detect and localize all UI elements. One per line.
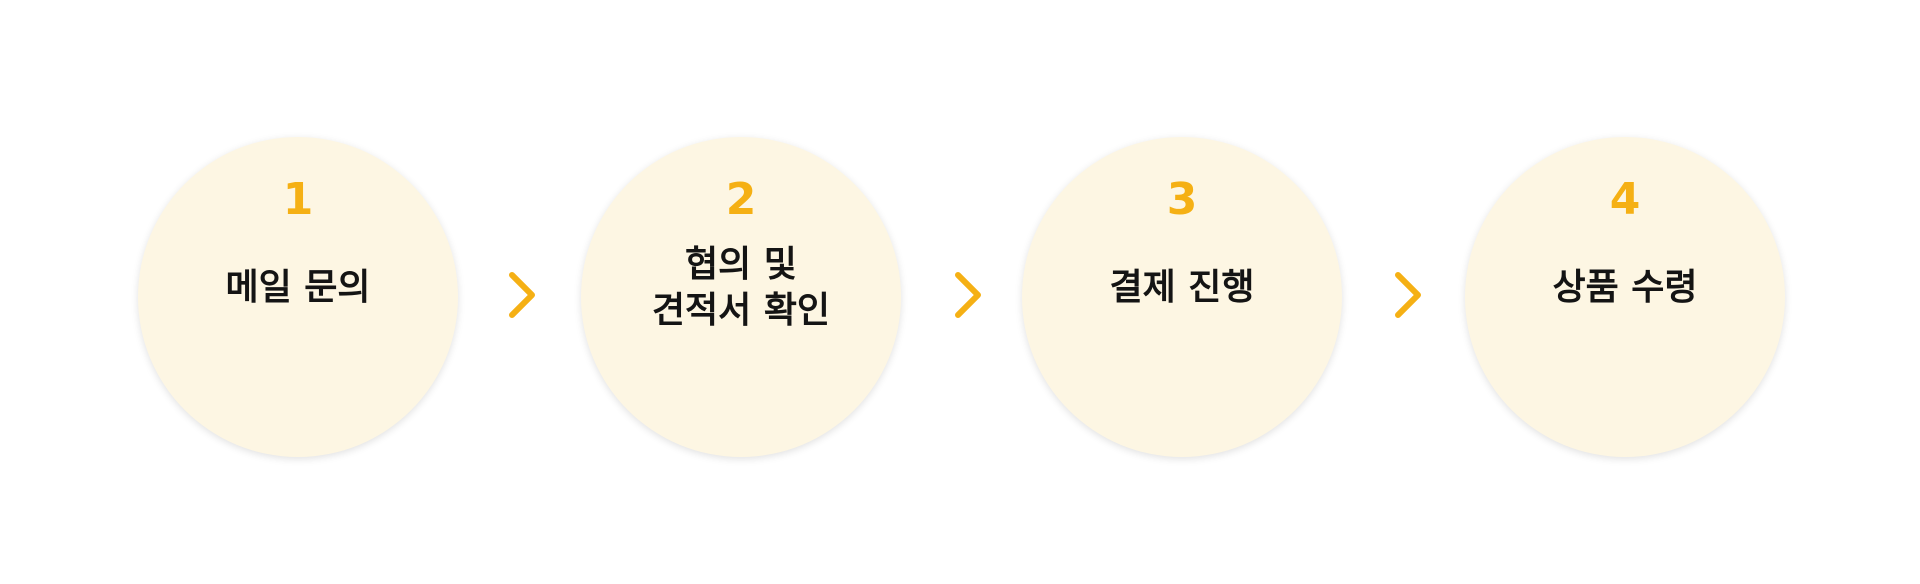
step-1-circle: 1 메일 문의 (138, 137, 458, 457)
step-label: 협의 및 견적서 확인 (651, 244, 831, 331)
chevron-right-icon (509, 272, 535, 318)
step-4-circle: 4 상품 수령 (1465, 137, 1785, 457)
step-3-circle: 3 결제 진행 (1022, 137, 1342, 457)
step-number: 3 (1166, 174, 1198, 225)
step-number: 4 (1609, 174, 1641, 225)
chevron-right-icon (1395, 272, 1421, 318)
chevron-right-icon (955, 272, 981, 318)
step-number: 2 (725, 174, 757, 225)
step-number: 1 (282, 174, 314, 225)
step-label: 메일 문의 (225, 267, 371, 308)
step-label: 결제 진행 (1109, 267, 1255, 308)
step-2-circle: 2 협의 및 견적서 확인 (581, 137, 901, 457)
step-label: 상품 수령 (1552, 267, 1698, 308)
